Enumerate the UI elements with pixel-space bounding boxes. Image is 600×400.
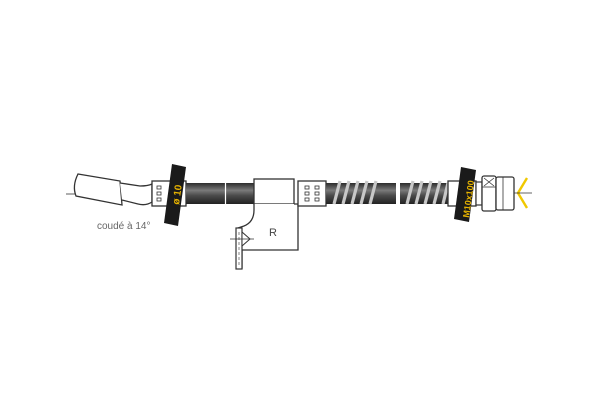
right-fitting [475, 175, 515, 212]
diameter-band: ø 10 [164, 164, 186, 226]
thread-band: M10x100 [454, 167, 476, 222]
bend-angle-note: coudé à 14° [97, 221, 151, 232]
direction-arrow-icon [514, 177, 532, 209]
middle-crimp-ferrule [297, 180, 327, 207]
bent-pipe-end [66, 173, 153, 206]
diameter-label: ø 10 [171, 184, 185, 206]
spiral-protection-section [326, 180, 450, 205]
rubber-hose-section [186, 183, 254, 204]
mounting-bracket [230, 178, 299, 270]
bracket-label: R [269, 227, 277, 239]
